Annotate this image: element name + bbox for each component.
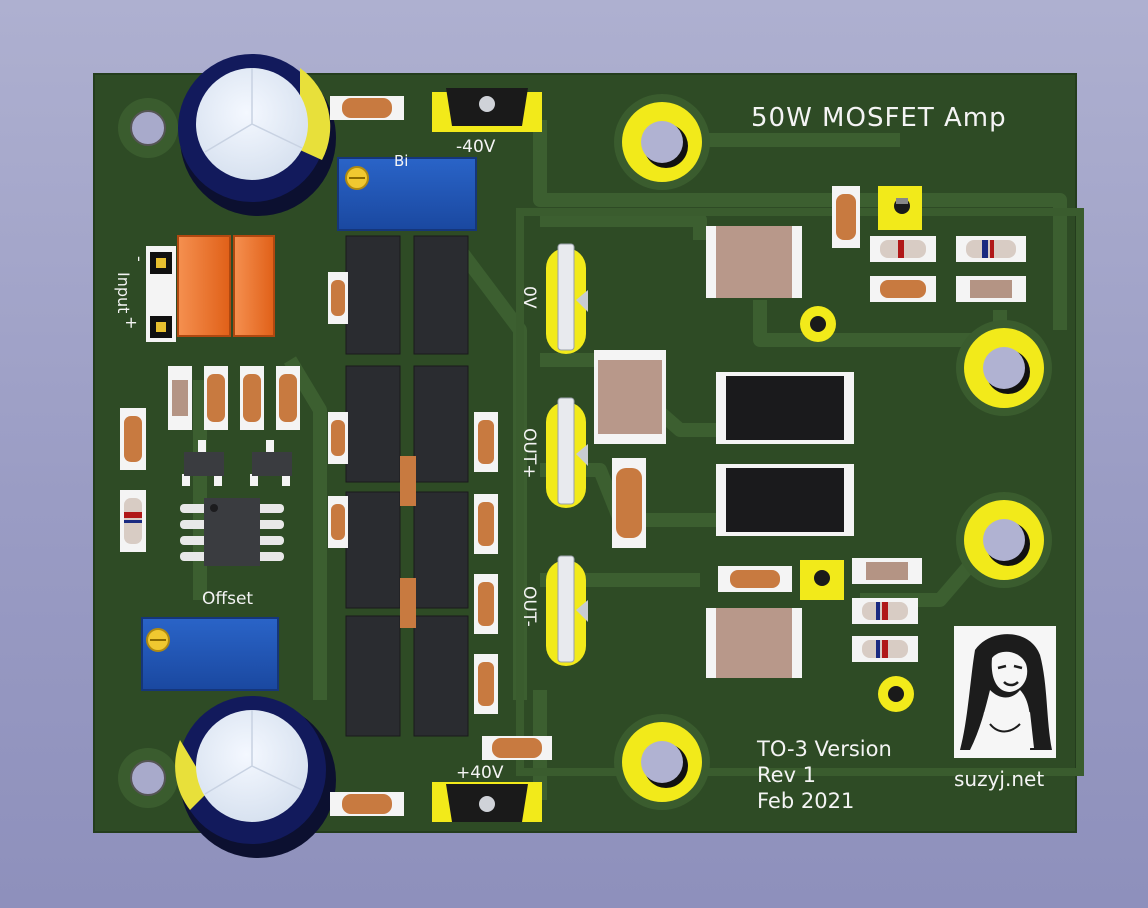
resistor-icon	[832, 186, 860, 248]
test-pin	[878, 676, 914, 712]
resistor-icon	[612, 458, 646, 548]
film-capacitor-icon	[177, 235, 275, 337]
capacitor-small	[956, 276, 1026, 302]
input-header	[146, 246, 176, 342]
test-pad	[800, 560, 844, 600]
terminal-out-minus	[546, 555, 588, 666]
resistor-icon	[330, 96, 404, 120]
capacitor-small	[852, 558, 922, 584]
diode-icon	[120, 490, 146, 552]
test-pin	[800, 306, 836, 342]
board-version: TO-3 Version	[756, 737, 892, 761]
diode-icon	[852, 598, 918, 624]
label-out-plus: OUT+	[519, 428, 539, 478]
test-pad	[878, 186, 922, 230]
resistor-icon	[120, 408, 146, 470]
mounting-pad-right-bottom	[956, 492, 1052, 588]
diode-icon	[852, 636, 918, 662]
label-input: Input	[114, 272, 133, 313]
electrolytic-capacitor-icon	[175, 696, 336, 858]
board-website: suzyj.net	[954, 767, 1044, 791]
label-pos-supply: +40V	[456, 763, 504, 783]
resistor-icon	[718, 566, 792, 592]
sot-transistor	[250, 440, 292, 486]
label-neg-supply: -40V	[456, 137, 496, 157]
mounting-hole-icon	[118, 748, 178, 808]
resistor-icon	[328, 272, 498, 714]
label-input-minus: -	[130, 256, 149, 262]
diode-icon	[870, 236, 936, 262]
smd-capacitor	[706, 608, 802, 678]
resistor-icon	[204, 366, 228, 430]
resistor-icon	[870, 276, 936, 302]
trimmer-potentiometer-icon	[337, 157, 477, 231]
mounting-pad-top	[614, 94, 710, 190]
mounting-pad-bottom	[614, 714, 710, 810]
label-zero-volt: 0V	[519, 286, 539, 309]
opamp-ic	[180, 498, 284, 566]
label-bias: Bi	[394, 152, 408, 170]
ground-plane-edge	[516, 208, 1084, 776]
board-title: 50W MOSFET Amp	[751, 103, 1007, 133]
trimmer-potentiometer-icon	[141, 617, 279, 691]
sot-transistor	[182, 440, 224, 486]
resistor-icon	[482, 736, 552, 760]
transistor-neg-regulator	[432, 88, 542, 132]
mounting-hole-icon	[118, 98, 178, 158]
resistor-icon	[240, 366, 264, 430]
terminal-0v	[546, 243, 588, 354]
label-offset: Offset	[202, 589, 253, 609]
diode-icon	[956, 236, 1026, 262]
resistor-icon	[276, 366, 300, 430]
board-revision: Rev 1	[757, 763, 816, 787]
label-out-minus: OUT-	[519, 586, 539, 627]
smd-capacitor	[706, 226, 802, 298]
logo-portrait-icon	[954, 626, 1056, 758]
transistor-pos-regulator	[432, 782, 542, 822]
resistor-icon	[330, 792, 404, 816]
mounting-pad-right-top	[956, 320, 1052, 416]
smd-capacitor	[594, 350, 666, 444]
power-resistor	[716, 372, 854, 444]
board-date: Feb 2021	[757, 789, 854, 813]
resistor-icon	[168, 366, 192, 430]
electrolytic-capacitor-icon	[178, 54, 336, 216]
power-resistor	[716, 464, 854, 536]
mosfet-icon	[345, 235, 469, 737]
terminal-out-plus	[546, 397, 588, 508]
label-input-plus: +	[122, 316, 141, 329]
